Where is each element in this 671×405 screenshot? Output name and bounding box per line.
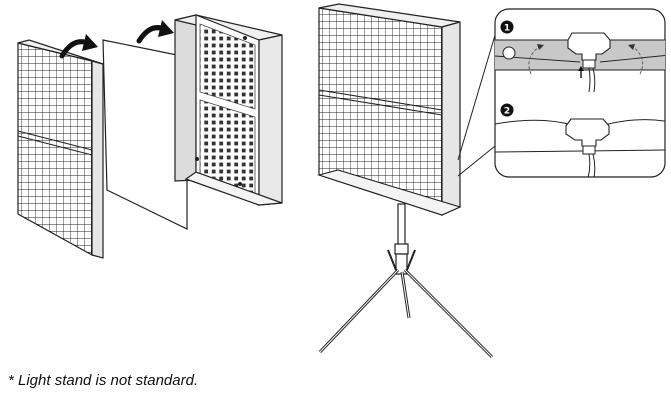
curved-arrow-icon [136,20,174,44]
step-badge-1: 1 [500,20,514,34]
perforated-box-housing [174,14,283,206]
step-badge-label: 2 [504,107,510,117]
footnote: * Light stand is not standard. [8,372,199,389]
step-badge-2: 2 [500,103,514,117]
detail-callout: 1 2 [494,8,666,178]
light-stand [318,203,494,359]
step-badge-label: 1 [504,24,510,34]
grid-front-panel [17,39,104,259]
diffuser-sheet [102,39,188,230]
assembled-light-panel [317,3,462,216]
upward-arrow-icon [578,66,584,78]
callout-pointer [457,24,501,177]
curved-arrow-icon [59,34,98,59]
